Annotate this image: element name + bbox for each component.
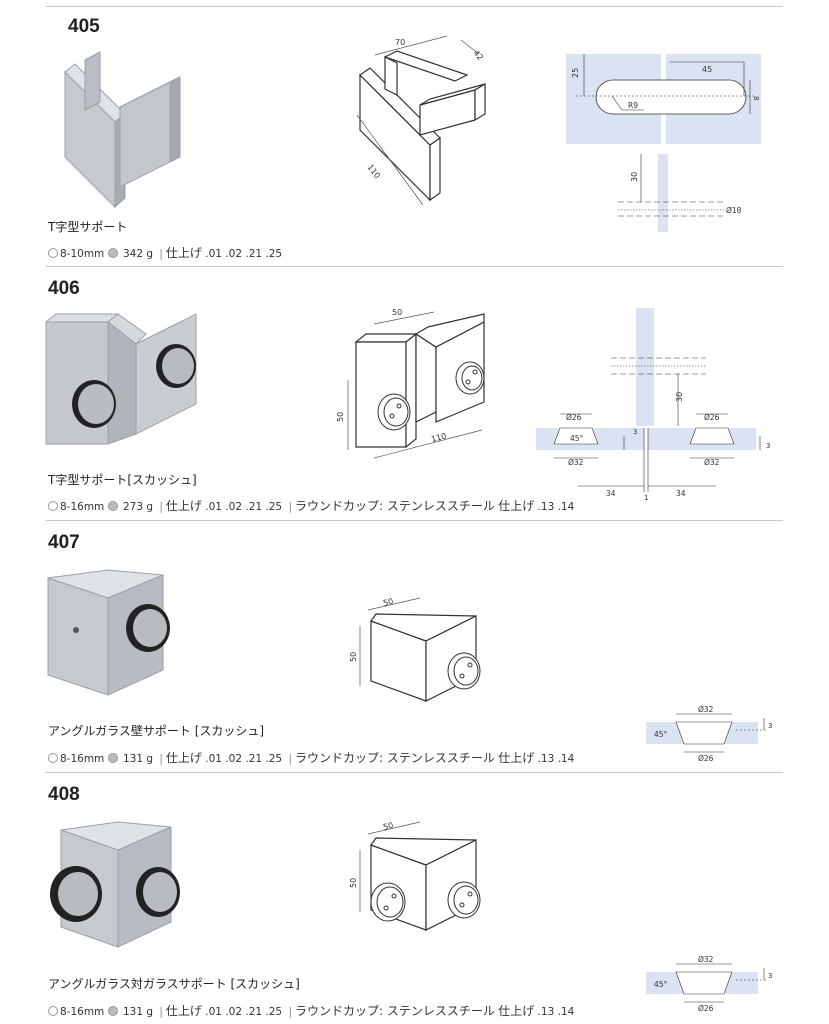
section-divider [46, 266, 783, 267]
glass-thickness-icon [48, 501, 58, 511]
dim-label: 30 [630, 172, 639, 182]
cap-finish-codes: .13 .14 [537, 1006, 575, 1018]
weight: 273 g [122, 501, 154, 513]
product-photo-405 [64, 51, 181, 209]
glass-thickness-icon [48, 1006, 58, 1016]
dim-label: 45 [702, 65, 712, 74]
dim-label: 8 [752, 96, 760, 100]
product-photo-408 [50, 821, 180, 948]
weight-icon [107, 501, 118, 511]
dim-label: 45° [570, 434, 584, 443]
line-drawing-406: 50 50 110 [336, 308, 485, 459]
weight-icon [107, 248, 118, 258]
finish-codes: .01 .02 .21 .25 [205, 753, 283, 765]
glass-thickness-icon [48, 753, 58, 763]
dim-label: Ø26 [698, 754, 714, 763]
finish-label: 仕上げ [165, 499, 202, 513]
dim-label: 3 [768, 972, 772, 980]
dim-label: Ø26 [698, 1004, 714, 1013]
dim-label: 110 [365, 163, 382, 181]
cap-label: ラウンドカップ: ステンレススチール [294, 1004, 495, 1018]
weight-icon [107, 1006, 118, 1016]
dim-label: 3 [768, 722, 772, 730]
tech-drawing-408: Ø32 Ø26 45° 3 [646, 955, 772, 1013]
glass-thickness: 8-16mm [60, 501, 105, 513]
dim-label: Ø32 [698, 705, 714, 714]
product-name: T字型サポート[スカッシュ] [48, 473, 197, 487]
glass-thickness-icon [48, 248, 58, 258]
cap-label: ラウンドカップ: ステンレススチール [294, 751, 495, 765]
finish-codes: .01 .02 .21 .25 [205, 501, 283, 513]
dim-label: 45° [654, 980, 668, 989]
dim-label: 1 [644, 494, 648, 502]
dim-label: Ø26 [704, 413, 720, 422]
dim-label: 110 [430, 432, 447, 444]
weight: 131 g [122, 1006, 154, 1018]
dim-label: 3 [766, 442, 770, 450]
dim-label: 70 [395, 38, 405, 47]
dim-label: Ø32 [704, 458, 720, 467]
product-specs: 8-10mm 342 g |仕上げ .01 .02 .21 .25 [48, 244, 282, 261]
product-specs: 8-16mm 131 g |仕上げ .01 .02 .21 .25 |ラウンドカ… [48, 1002, 574, 1019]
product-name: アングルガラス壁サポート [スカッシュ] [48, 724, 265, 738]
weight: 131 g [122, 753, 154, 765]
line-drawing-405: 70 42 110 [356, 35, 486, 206]
dim-label: 45° [654, 730, 668, 739]
weight-icon [107, 753, 118, 763]
dim-label: 30 [675, 392, 684, 402]
line-drawing-408: 50 50 [349, 821, 481, 931]
dim-label: 50 [392, 308, 402, 317]
product-photo-406 [44, 313, 197, 445]
product-code: 408 [48, 784, 80, 805]
dim-label: 25 [571, 68, 580, 78]
product-specs: 8-16mm 273 g |仕上げ .01 .02 .21 .25 |ラウンドカ… [48, 497, 574, 514]
product-photo-407 [47, 569, 170, 696]
dim-label: Ø18 [726, 206, 742, 215]
product-name: アングルガラス対ガラスサポート [スカッシュ] [48, 977, 300, 991]
dim-label: 42 [471, 49, 484, 63]
section-divider [46, 772, 783, 773]
finish-label: 仕上げ [165, 1004, 202, 1018]
finish-label: 仕上げ [165, 246, 202, 260]
dim-label: Ø26 [566, 413, 582, 422]
dim-label: 50 [336, 412, 345, 422]
product-code: 407 [48, 532, 80, 553]
product-name: T字型サポート [48, 220, 128, 234]
cap-finish-label: 仕上げ [498, 751, 535, 765]
cap-finish-label: 仕上げ [498, 499, 535, 513]
weight: 342 g [122, 248, 154, 260]
dim-label: Ø32 [568, 458, 584, 467]
cap-finish-label: 仕上げ [498, 1004, 535, 1018]
product-code: 405 [68, 16, 100, 37]
product-code: 406 [48, 278, 80, 299]
finish-codes: .01 .02 .21 .25 [205, 248, 283, 260]
dim-label: 50 [349, 652, 358, 662]
line-drawing-407: 50 50 [349, 597, 481, 702]
dim-label: Ø32 [698, 955, 714, 964]
cap-label: ラウンドカップ: ステンレススチール [294, 499, 495, 513]
top-divider [46, 6, 783, 7]
dim-label: 50 [382, 597, 394, 608]
tech-drawing-406: Ø26 Ø26 45° Ø32 Ø32 3 3 34 34 1 30 [536, 308, 770, 502]
tech-drawing-405: 25 45 R9 8 30 Ø18 [566, 54, 761, 232]
finish-label: 仕上げ [165, 751, 202, 765]
cap-finish-codes: .13 .14 [537, 501, 575, 513]
dim-label: 34 [676, 489, 686, 498]
dim-label: 50 [382, 821, 394, 832]
dim-label: R9 [628, 101, 638, 110]
section-divider [46, 520, 783, 521]
product-specs: 8-16mm 131 g |仕上げ .01 .02 .21 .25 |ラウンドカ… [48, 749, 574, 766]
finish-codes: .01 .02 .21 .25 [205, 1006, 283, 1018]
cap-finish-codes: .13 .14 [537, 753, 575, 765]
glass-thickness: 8-10mm [60, 248, 105, 260]
glass-thickness: 8-16mm [60, 1006, 105, 1018]
dim-label: 34 [606, 489, 616, 498]
dim-label: 3 [633, 428, 637, 436]
glass-thickness: 8-16mm [60, 753, 105, 765]
dim-label: 50 [349, 878, 358, 888]
tech-drawing-407: Ø32 Ø26 45° 3 [646, 705, 772, 763]
